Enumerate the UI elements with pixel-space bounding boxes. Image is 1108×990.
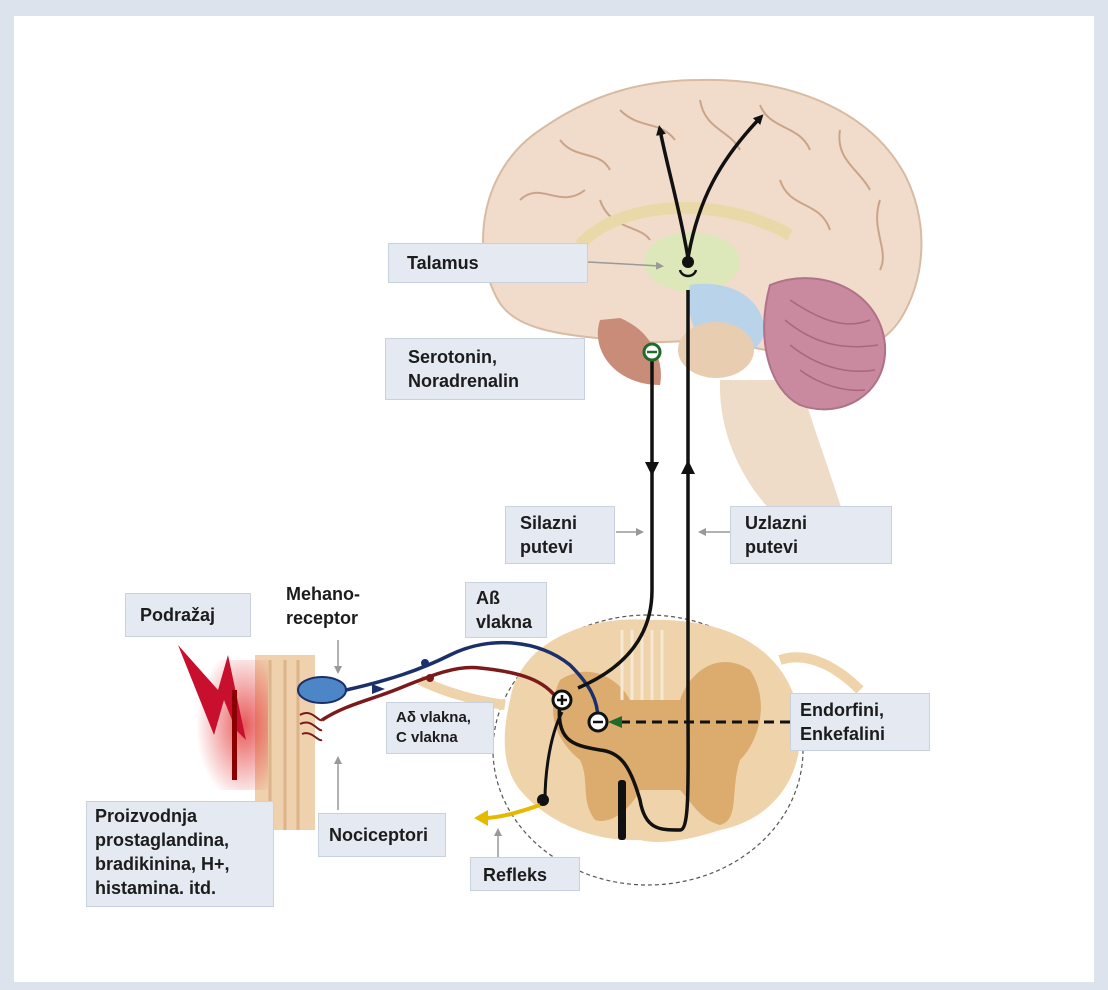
ab-vlakna-text: vlakna [476,610,536,634]
nociceptori-label: Nociceptori [318,813,446,857]
talamus-text: Talamus [407,253,479,273]
ascending-arrow [681,460,695,474]
proizvodnja-text: Proizvodnja [95,804,265,828]
enkefalini-text: Enkefalini [800,722,920,746]
reflex-output [484,805,540,818]
mehanoreceptor-label: Mehano- receptor [286,582,360,630]
uzlazni-text: Uzlazni [745,511,877,535]
ab-text: Aß [476,586,536,610]
c-vlakna-text: C vlakna [396,728,484,748]
podrazaj-label: Podražaj [125,593,251,637]
ab-vlakna-label: Aß vlakna [465,582,547,638]
silazni-putevi-text: putevi [520,535,600,559]
uzlazni-putevi-label: Uzlazni putevi [730,506,892,564]
noradrenalin-text: Noradrenalin [408,369,562,393]
ad-c-vlakna-label: Aδ vlakna, C vlakna [386,702,494,754]
proizvodnja-label: Proizvodnja prostaglandina, bradikinina,… [86,801,274,907]
reflex-arrow [474,810,488,826]
bradikinina-text: bradikinina, H+, [95,852,265,876]
endorfini-text: Endorfini, [800,698,920,722]
histamina-text: histamina. itd. [95,876,265,900]
receptor-text: receptor [286,606,360,630]
ab-dorsal-root-ganglion [421,659,429,667]
silazni-putevi-label: Silazni putevi [505,506,615,564]
ad-dorsal-root-ganglion [426,674,434,682]
refleks-label: Refleks [470,857,580,891]
mehano-text: Mehano- [286,582,360,606]
serotonin-label: Serotonin, Noradrenalin [385,338,585,400]
ad-vlakna-text: Aδ vlakna, [396,708,484,728]
spinal-nerve-right [780,657,860,690]
descending-arrow [645,462,659,476]
podrazaj-text: Podražaj [140,605,215,625]
nociceptori-text: Nociceptori [329,825,428,845]
stimulus-bar [232,690,237,780]
silazni-text: Silazni [520,511,600,535]
talamus-label: Talamus [388,243,588,283]
refleks-text: Refleks [483,865,547,885]
brain [483,80,921,520]
uzlazni-putevi-text: putevi [745,535,877,559]
serotonin-text: Serotonin, [408,345,562,369]
ab-fiber-arrow [372,684,385,694]
endorfini-label: Endorfini, Enkefalini [790,693,930,751]
prostaglandina-text: prostaglandina, [95,828,265,852]
mechanoreceptor [298,677,346,703]
central-canal [618,780,626,840]
